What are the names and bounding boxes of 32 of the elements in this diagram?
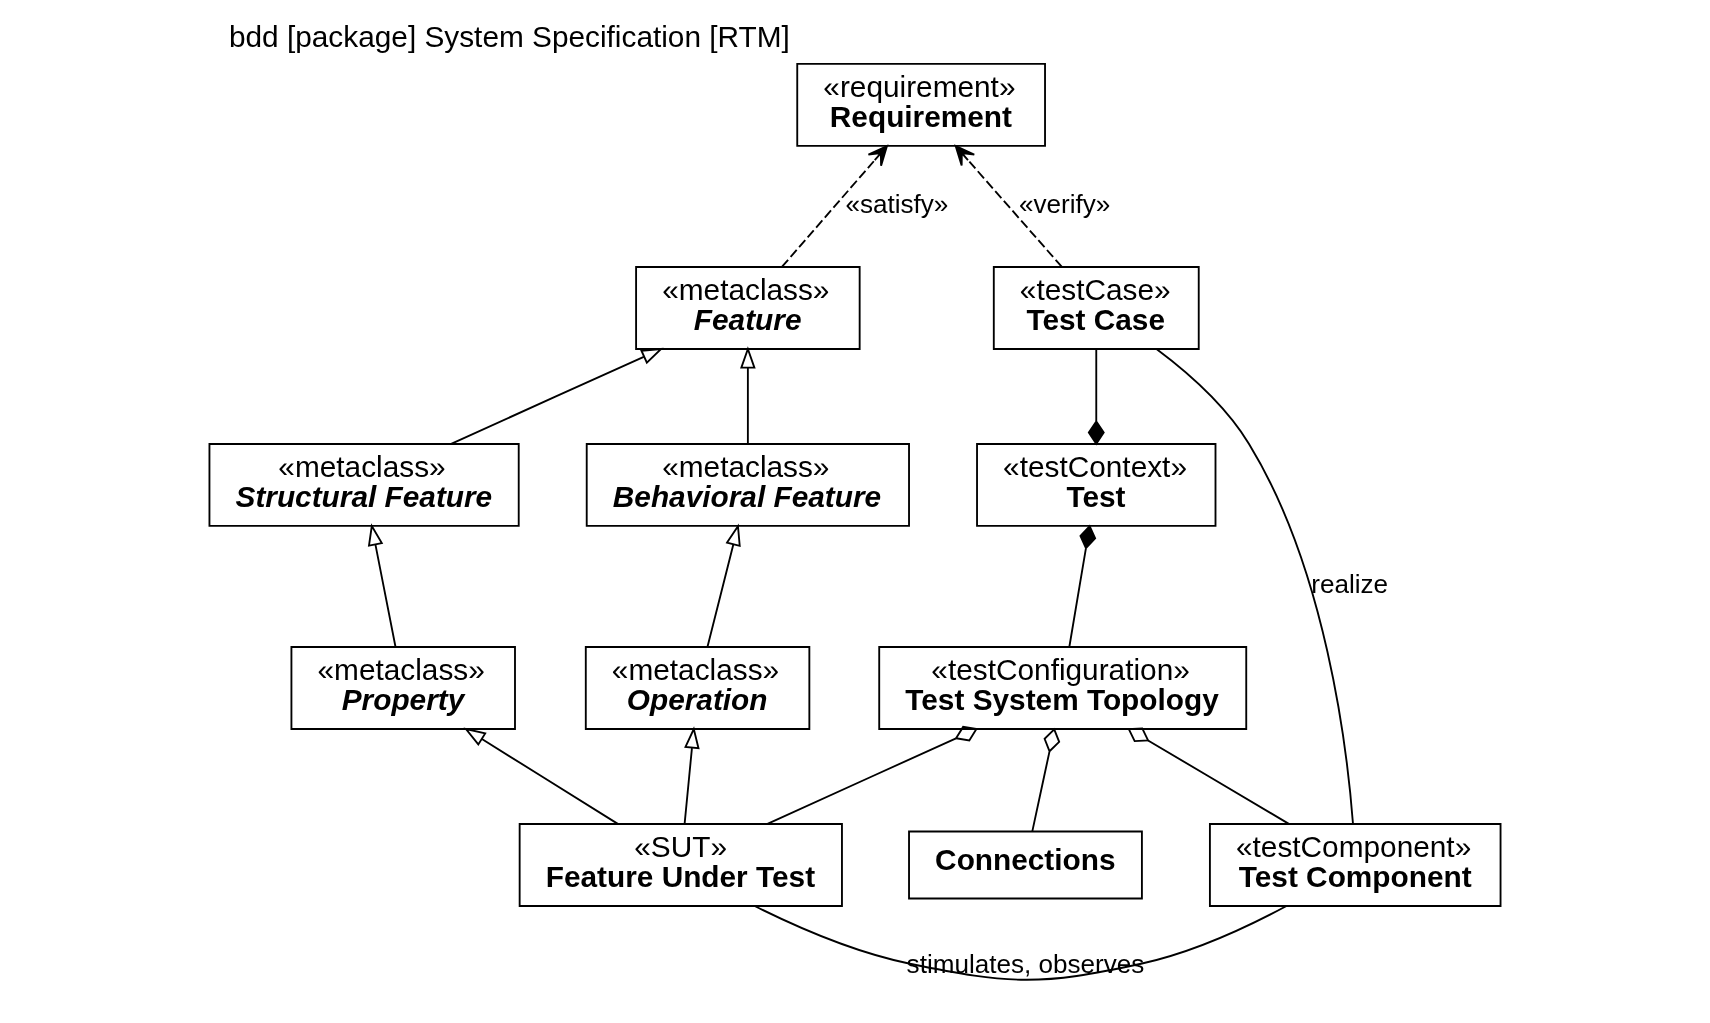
node-box: «SUT» Feature Under Test xyxy=(518,823,843,907)
edge-label: «satisfy» xyxy=(845,189,949,220)
arrow xyxy=(781,145,888,268)
connector xyxy=(1068,524,1097,648)
node-box: «testConfiguration» Test System Topology xyxy=(878,646,1248,730)
edge-label: «verify» xyxy=(1018,189,1111,220)
edge-label: realize xyxy=(1311,569,1389,600)
connector xyxy=(1155,348,1354,825)
connector xyxy=(754,905,1287,981)
node-box: «requirement» Requirement xyxy=(796,62,1046,147)
node-box: «metaclass» Operation xyxy=(584,646,811,730)
connector xyxy=(1127,727,1290,825)
arrow xyxy=(706,523,741,648)
node-box: «testCase» Test Case xyxy=(992,266,1200,350)
node-box: «testContext» Test xyxy=(976,443,1217,527)
node-box: «testComponent» Test Component xyxy=(1209,823,1502,907)
node-box: «metaclass» Property xyxy=(290,646,516,730)
connector xyxy=(1031,727,1061,833)
node-box: «metaclass» Feature xyxy=(635,266,861,350)
node-box: Connections xyxy=(908,830,1143,900)
node-box: «metaclass» Structural Feature xyxy=(208,443,520,527)
edge-label: stimulates, observes xyxy=(906,949,1145,980)
arrow xyxy=(954,145,1063,268)
arrow xyxy=(463,727,619,825)
arrow xyxy=(450,347,664,445)
connector xyxy=(1087,348,1105,446)
diagram-title: bdd [package] System Specification [RTM] xyxy=(228,19,790,53)
node-box: «metaclass» Behavioral Feature xyxy=(585,443,910,527)
arrow xyxy=(683,726,700,825)
arrow xyxy=(740,346,756,445)
arrow xyxy=(367,523,397,648)
connector xyxy=(766,725,978,825)
